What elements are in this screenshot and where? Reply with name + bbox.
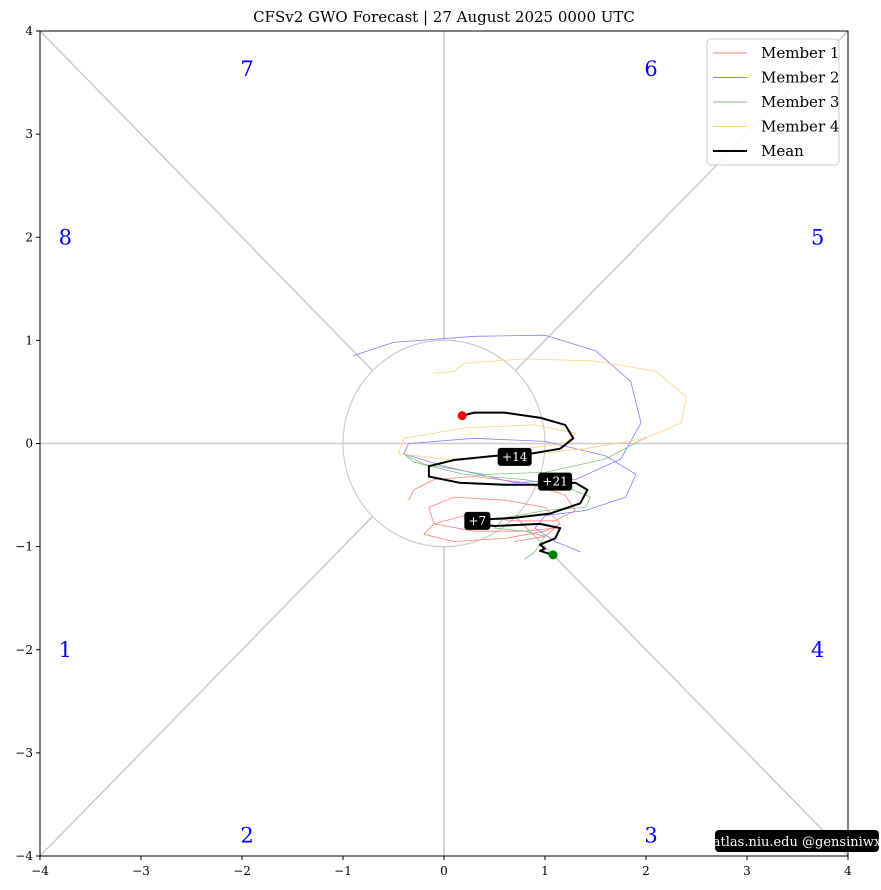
y-tick-label: −1 bbox=[15, 540, 33, 554]
y-tick-label: −2 bbox=[15, 643, 33, 657]
y-tick-label: −3 bbox=[15, 746, 33, 760]
phase-label-1: 1 bbox=[59, 638, 72, 662]
end-marker bbox=[548, 550, 558, 560]
day-label-text: +21 bbox=[542, 475, 567, 489]
legend-label: Member 2 bbox=[761, 69, 839, 87]
legend-label: Member 3 bbox=[761, 93, 839, 111]
phase-divider-diagonal bbox=[514, 515, 849, 857]
phase-label-4: 4 bbox=[811, 638, 824, 662]
x-tick-label: −4 bbox=[31, 864, 49, 878]
credit-badge: atlas.niu.edu @gensiniwx bbox=[713, 830, 881, 852]
legend-label: Mean bbox=[761, 142, 804, 160]
day-label-text: +14 bbox=[502, 450, 528, 464]
legend: Member 1 Member 2 Member 3 Member 4 Mean bbox=[706, 38, 840, 166]
y-tick-label: 3 bbox=[25, 127, 33, 141]
day-label-text: +7 bbox=[468, 514, 486, 528]
chart-title: CFSv2 GWO Forecast | 27 August 2025 0000… bbox=[253, 8, 635, 26]
phase-label-7: 7 bbox=[240, 57, 253, 81]
credit-text: atlas.niu.edu @gensiniwx bbox=[713, 835, 881, 850]
x-tick-label: 4 bbox=[844, 864, 852, 878]
phase-label-2: 2 bbox=[240, 823, 253, 847]
phase-label-5: 5 bbox=[811, 225, 824, 249]
y-tick-label: 0 bbox=[25, 437, 33, 451]
credit-background bbox=[715, 830, 879, 852]
x-tick-label: 1 bbox=[541, 864, 549, 878]
phase-label-6: 6 bbox=[644, 57, 657, 81]
x-tick-label: 2 bbox=[642, 864, 650, 878]
phase-label-3: 3 bbox=[644, 823, 657, 847]
y-tick-label: −4 bbox=[15, 849, 33, 863]
x-tick-label: 0 bbox=[440, 864, 448, 878]
legend-label: Member 1 bbox=[761, 44, 839, 62]
phase-label-8: 8 bbox=[59, 225, 72, 249]
x-tick-label: 3 bbox=[743, 864, 751, 878]
y-tick-label: 1 bbox=[25, 333, 33, 347]
y-tick-label: 2 bbox=[25, 230, 33, 244]
series-group bbox=[352, 334, 687, 560]
member-line-4 bbox=[398, 358, 687, 460]
start-marker bbox=[457, 411, 467, 421]
unit-circle bbox=[342, 339, 546, 548]
legend-frame bbox=[706, 38, 840, 166]
x-tick-label: −1 bbox=[334, 864, 352, 878]
phase-divider-diagonal bbox=[39, 30, 374, 372]
day-label-box bbox=[464, 511, 491, 530]
day-label-box bbox=[497, 447, 532, 466]
y-tick-label: 4 bbox=[25, 24, 33, 38]
day-label-box bbox=[538, 472, 573, 491]
x-tick-label: −2 bbox=[233, 864, 251, 878]
legend-label: Member 4 bbox=[761, 118, 839, 136]
phase-divider-diagonal bbox=[39, 515, 374, 857]
x-tick-label: −3 bbox=[132, 864, 150, 878]
